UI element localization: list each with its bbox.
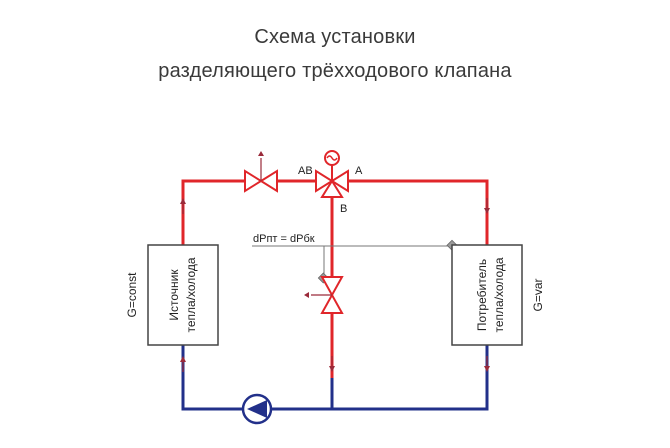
actuator-icon [324,150,340,166]
flow-arrows [180,198,490,372]
return-line-right [272,345,489,411]
consumer-name-line2: тепла/холода [492,257,506,332]
flow-arrow-icon [484,198,490,214]
return-pipes [181,345,489,411]
port-b-label: B [340,203,347,215]
supply-line-right [348,179,489,245]
consumer-box [451,244,523,346]
pressure-relation-label: dPпт = dPбк [253,233,315,245]
flow-arrow-icon [180,356,186,372]
supply-pipes [181,179,489,378]
title-line-2: разделяющего трёхходового клапана [158,60,512,82]
source-name-line2: тепла/холода [184,257,198,332]
flow-arrow-icon [329,356,335,372]
balancing-valve-icon [304,276,344,314]
flow-arrow-icon [484,356,490,372]
port-a-label: A [355,165,363,177]
two-way-valve-icon [244,151,278,193]
pressure-measurement [252,239,458,284]
three-way-valve-icon [315,165,349,198]
circulation-pump-icon [241,393,273,425]
port-ab-label: AB [298,165,313,177]
supply-line-left [181,179,245,245]
return-line-left [181,345,242,411]
source-box [147,244,219,346]
flow-arrow-icon [180,198,186,214]
source-flow-label: G=const [125,272,139,318]
title-line-1: Схема установки [254,26,416,48]
source-name-line1: Источник [167,269,181,321]
consumer-flow-label: G=var [531,278,545,311]
consumer-name-line1: Потребитель [475,259,489,331]
